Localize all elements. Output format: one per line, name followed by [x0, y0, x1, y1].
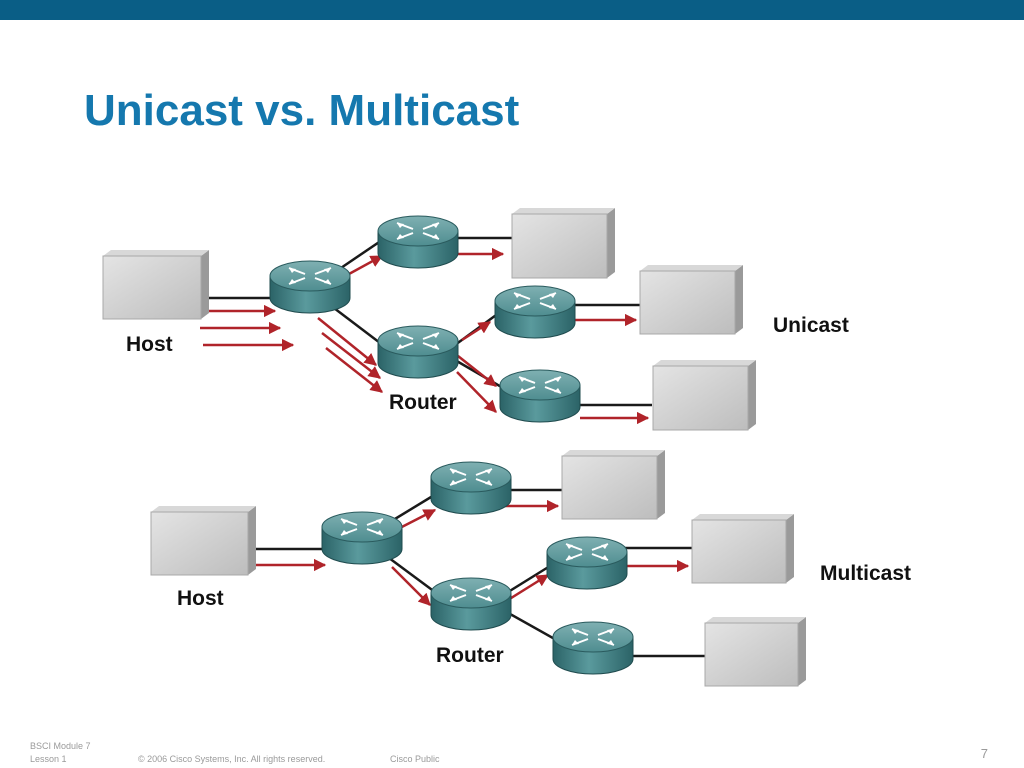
- packet-arrow: [391, 566, 431, 606]
- footer-lesson: Lesson 1: [30, 754, 67, 764]
- unicast-server-top: [511, 208, 615, 279]
- unicast-host-label: Host: [126, 333, 173, 356]
- footer-copyright: © 2006 Cisco Systems, Inc. All rights re…: [138, 754, 326, 764]
- packet-arrow: [317, 317, 377, 366]
- router-arrows-icon: [288, 267, 332, 285]
- router-arrows-icon: [518, 376, 562, 394]
- multicast-router-lower: [430, 577, 512, 631]
- arrows-layer: [200, 247, 690, 606]
- unicast-label: Unicast: [773, 314, 849, 337]
- unicast-router-right-bottom: [499, 369, 581, 423]
- multicast-server-middle: [691, 514, 794, 584]
- link-line: [502, 608, 561, 644]
- multicast-host-device: [150, 506, 256, 576]
- unicast-router-top: [377, 215, 459, 269]
- page-number: 7: [980, 746, 988, 761]
- router-arrows-icon: [340, 518, 384, 536]
- multicast-router-main: [321, 511, 403, 565]
- router-arrows-icon: [449, 584, 493, 602]
- slide-title: Unicast vs. Multicast: [84, 86, 520, 135]
- footer-classification: Cisco Public: [390, 754, 440, 764]
- router-arrows-icon: [449, 468, 493, 486]
- packet-arrow: [325, 347, 383, 393]
- unicast-router-main: [269, 260, 351, 314]
- packet-arrow: [457, 355, 497, 387]
- unicast-router-label: Router: [389, 391, 457, 414]
- router-arrows-icon: [396, 222, 440, 240]
- multicast-server-top: [561, 450, 665, 520]
- multicast-server-bottom: [704, 617, 806, 687]
- packet-arrow: [461, 320, 492, 342]
- top-bar: [0, 0, 1024, 20]
- unicast-server-bottom: [652, 360, 756, 431]
- unicast-server-middle: [639, 265, 743, 335]
- multicast-host-label: Host: [177, 587, 224, 610]
- router-arrows-icon: [513, 292, 557, 310]
- multicast-router-label: Router: [436, 644, 504, 667]
- multicast-router-right-bottom: [552, 621, 634, 675]
- router-arrows-icon: [571, 628, 615, 646]
- multicast-router-right-top: [546, 536, 628, 590]
- packet-arrow: [321, 332, 381, 379]
- router-arrows-icon: [396, 332, 440, 350]
- unicast-router-right-top: [494, 285, 576, 339]
- packet-arrow: [456, 371, 497, 413]
- devices-layer: [102, 208, 806, 687]
- multicast-router-top: [430, 461, 512, 515]
- router-arrows-icon: [565, 543, 609, 561]
- unicast-router-lower: [377, 325, 459, 379]
- multicast-label: Multicast: [820, 562, 911, 585]
- footer-module: BSCI Module 7: [30, 741, 91, 751]
- packet-arrow: [507, 573, 550, 602]
- unicast-host-device: [102, 250, 209, 320]
